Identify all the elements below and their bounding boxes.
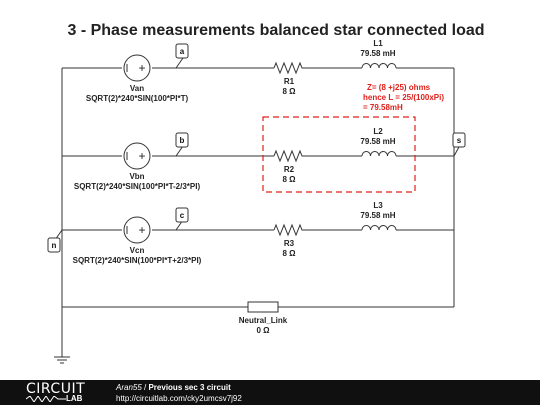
source-vcn-name: Vcn bbox=[130, 246, 145, 255]
inductor-l2-name: L2 bbox=[373, 127, 383, 136]
annotation-line-3: = 79.58mH bbox=[363, 103, 403, 112]
resistor-r1-value: 8 Ω bbox=[282, 87, 296, 96]
node-label-b: b bbox=[180, 136, 185, 145]
source-van-expr: SQRT(2)*240*SIN(100*PI*T) bbox=[86, 94, 189, 103]
node-label-a: a bbox=[180, 47, 185, 56]
resistor-r2-value: 8 Ω bbox=[282, 175, 296, 184]
circuit-url-link[interactable]: http://circuitlab.com/cky2umcsv7j92 bbox=[116, 394, 242, 403]
source-vcn[interactable]: + bbox=[123, 216, 151, 244]
neutral-link-value: 0 Ω bbox=[256, 326, 270, 335]
annotation-line-2: hence L = 25/(100xPi) bbox=[363, 93, 444, 102]
neutral-link-name: Neutral_Link bbox=[239, 316, 288, 325]
source-vbn-name: Vbn bbox=[129, 172, 144, 181]
circuitlab-logo[interactable]: CIRCUIT bbox=[26, 381, 86, 397]
resistor-r2-name: R2 bbox=[284, 165, 295, 174]
logo-wave-icon bbox=[26, 396, 66, 402]
source-van-symbol: + bbox=[138, 61, 145, 75]
node-flag-a[interactable]: a bbox=[175, 43, 189, 69]
inductor-l3-name: L3 bbox=[373, 201, 383, 210]
resistor-r2[interactable] bbox=[273, 149, 304, 163]
node-flag-c[interactable]: c bbox=[175, 207, 189, 231]
resistor-r3-value: 8 Ω bbox=[282, 249, 296, 258]
impedance-annotation: Z= (8 +j25) ohms hence L = 25/(100xPi) =… bbox=[363, 83, 444, 112]
inductor-l1-name: L1 bbox=[373, 39, 383, 48]
inductor-l2[interactable] bbox=[361, 151, 397, 157]
circuit-title[interactable]: Previous sec 3 circuit bbox=[148, 383, 231, 392]
highlight-box bbox=[262, 116, 416, 193]
inductor-l1-value: 79.58 mH bbox=[360, 49, 395, 58]
source-vcn-symbol: + bbox=[138, 223, 145, 237]
source-vbn[interactable]: + bbox=[123, 142, 151, 170]
node-label-c: c bbox=[180, 211, 185, 220]
inductor-l2-value: 79.58 mH bbox=[360, 137, 395, 146]
footer-separator: / bbox=[141, 383, 149, 392]
ground-symbol bbox=[54, 356, 70, 364]
source-vbn-symbol: + bbox=[138, 149, 145, 163]
inductor-l3-value: 79.58 mH bbox=[360, 211, 395, 220]
source-vcn-expr: SQRT(2)*240*SIN(100*PI*T+2/3*PI) bbox=[73, 256, 202, 265]
footer-credit: Aran55 / Previous sec 3 circuit bbox=[116, 383, 231, 392]
resistor-r3[interactable] bbox=[273, 223, 304, 237]
resistor-r3-name: R3 bbox=[284, 239, 295, 248]
source-van-name: Van bbox=[130, 84, 144, 93]
page-title: 3 - Phase measurements balanced star con… bbox=[67, 22, 484, 39]
inductor-l1[interactable] bbox=[361, 63, 397, 69]
resistor-r1[interactable] bbox=[273, 61, 304, 75]
node-flag-n[interactable]: n bbox=[47, 229, 63, 253]
node-label-n: n bbox=[52, 241, 57, 250]
source-van[interactable]: + bbox=[123, 54, 151, 82]
node-flag-b[interactable]: b bbox=[175, 132, 189, 157]
circuit-schematic: 3 - Phase measurements balanced star con… bbox=[47, 22, 485, 364]
node-label-s: s bbox=[457, 136, 462, 145]
wires bbox=[61, 67, 455, 357]
neutral-link-resistor[interactable] bbox=[247, 301, 279, 313]
author-link[interactable]: Aran55 bbox=[116, 383, 142, 392]
node-flag-s[interactable]: s bbox=[452, 132, 466, 157]
resistor-r1-name: R1 bbox=[284, 77, 295, 86]
annotation-line-1: Z= (8 +j25) ohms bbox=[367, 83, 431, 92]
circuitlab-logo-lab: LAB bbox=[66, 394, 83, 403]
footer-bar: CIRCUIT LAB Aran55 / Previous sec 3 circ… bbox=[0, 380, 540, 405]
source-vbn-expr: SQRT(2)*240*SIN(100*PI*T-2/3*PI) bbox=[74, 182, 201, 191]
inductor-l3[interactable] bbox=[361, 225, 397, 231]
